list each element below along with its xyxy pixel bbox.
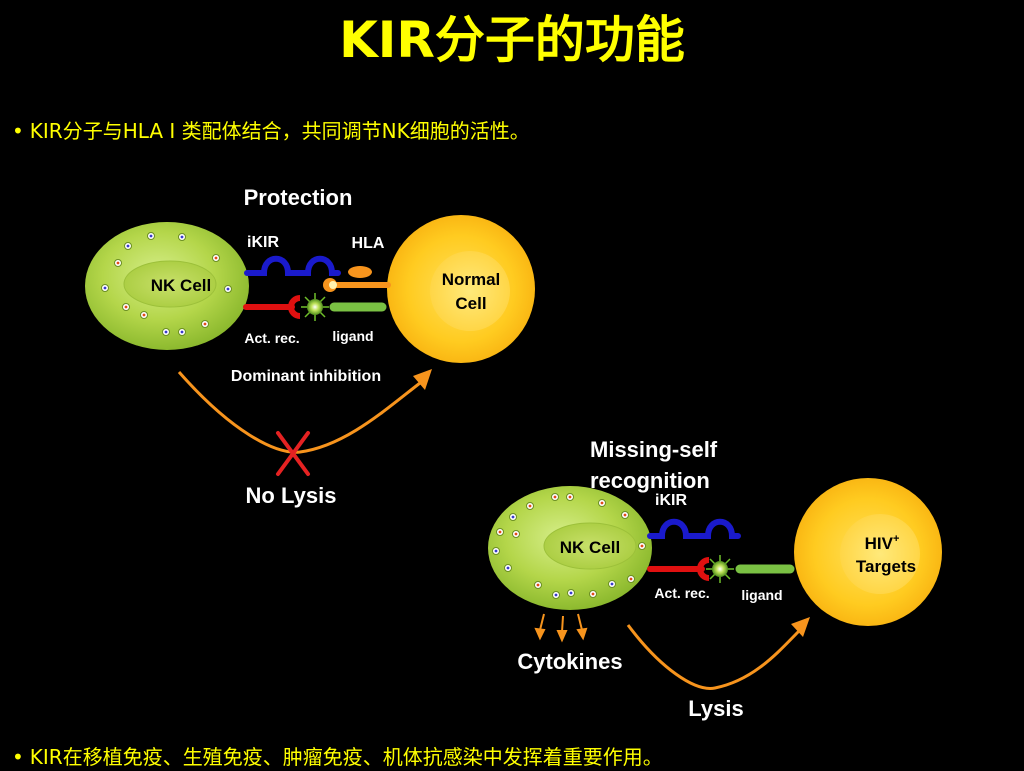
bullet-marker: • [12,745,24,769]
block-x-icon [276,431,310,476]
dominant-inhibition-label: Dominant inhibition [231,368,381,385]
missing-self-heading-line1: Missing-self [590,437,718,462]
normal-cell: Normal Cell [387,215,535,363]
hiv-target-cell: HIV+ Targets [794,478,942,626]
lysis-arrow-blocked [177,369,432,454]
nk-cell-granules [101,232,232,336]
hla-label: HLA [352,235,385,252]
cytokine-release-arrows [534,613,588,643]
normal-cell-label-line2: Cell [455,294,486,313]
bullet-text: KIR分子与HLA Ⅰ 类配体结合，共同调节NK细胞的活性。 [29,119,530,143]
activating-ligand: ligand [706,555,795,603]
activating-receptor: Act. rec. [243,295,301,346]
nk-cell: NK Cell [85,222,249,350]
ligand-label: ligand [332,328,373,344]
no-lysis-label: No Lysis [246,483,337,508]
nk-cell-label: NK Cell [560,538,620,557]
cytokines-label: Cytokines [517,649,622,674]
nk-cell-granules [492,493,646,599]
missing-self-panel: Missing-self recognition [488,437,942,721]
hiv-target-label-line2: Targets [856,557,916,576]
ikir-label: iKIR [655,492,687,509]
protection-panel: Protection NK Cell [85,185,535,508]
hla-ligand: HLA [323,235,391,292]
protection-heading: Protection [244,185,353,210]
ikir-label: iKIR [247,234,279,251]
ikir-receptor: iKIR [647,492,741,539]
activating-ligand: ligand [301,293,387,344]
lysis-label: Lysis [688,696,743,721]
activating-receptor: Act. rec. [647,557,710,601]
missing-self-heading-line2: recognition [590,468,710,493]
act-rec-label: Act. rec. [654,585,709,601]
bullet-marker: • [12,119,24,143]
hiv-target-label-line1: HIV+ [865,533,900,553]
bullet-text: KIR在移植免疫、生殖免疫、肿瘤免疫、机体抗感染中发挥着重要作用。 [29,745,663,769]
nk-cell-nucleus [123,260,217,308]
ikir-receptor: iKIR [244,234,341,276]
act-rec-label: Act. rec. [244,330,299,346]
lysis-arrow [626,617,810,690]
slide-title: KIR分子的功能 [339,11,685,69]
ligand-label: ligand [741,587,782,603]
bullet-item-2: •KIR在移植免疫、生殖免疫、肿瘤免疫、机体抗感染中发挥着重要作用。 [12,743,663,771]
normal-cell-nucleus [430,251,510,331]
hiv-label: HIV [865,534,894,553]
nk-cell-label: NK Cell [151,276,211,295]
hiv-target-nucleus [840,514,920,594]
nk-cell-nucleus [543,522,637,570]
bullet-item-1: •KIR分子与HLA Ⅰ 类配体结合，共同调节NK细胞的活性。 [12,117,530,145]
nk-cell: NK Cell [488,486,652,610]
hiv-positive-superscript: + [893,533,899,545]
normal-cell-label-line1: Normal [442,270,501,289]
